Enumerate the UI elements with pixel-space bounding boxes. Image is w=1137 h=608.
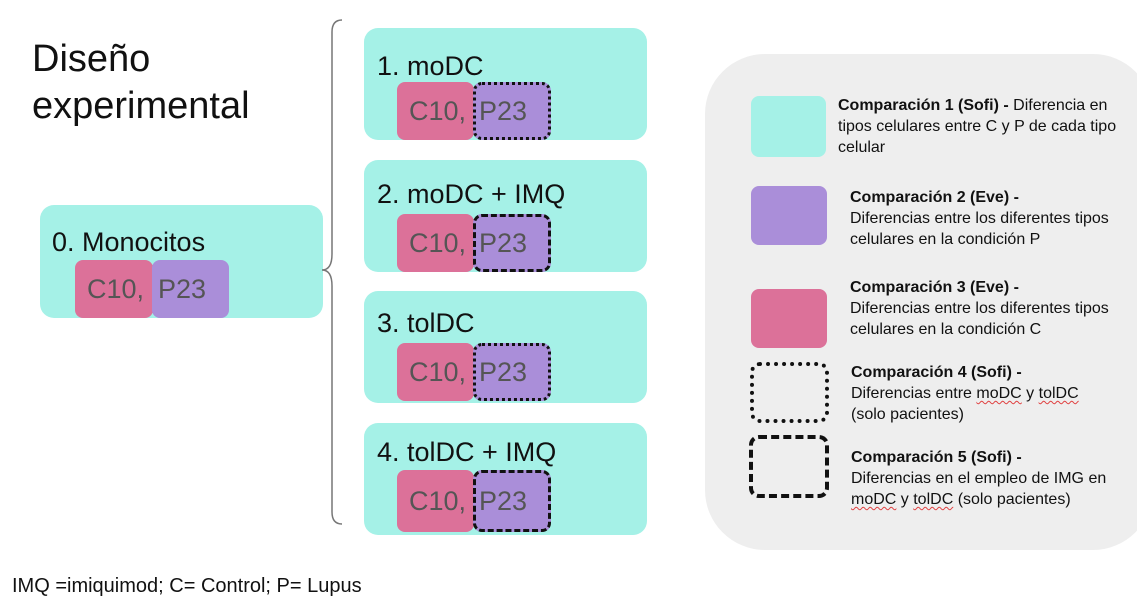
legend-desc: y: [1021, 385, 1039, 402]
legend-desc: Diferencias en el empleo de IMG en: [851, 470, 1107, 487]
title-line-2: experimental: [32, 85, 250, 127]
legend-title: Comparación 3 (Eve) -: [850, 279, 1019, 296]
legend-desc: Diferencias entre: [851, 385, 977, 402]
monocitos-label: 0. Monocitos: [52, 227, 206, 257]
chip-c-label: C10,: [409, 486, 467, 516]
legend-title: Comparación 1 (Sofi) -: [838, 97, 1009, 114]
condition-chip-c: C10,: [397, 214, 474, 272]
condition-label: 3. tolDC: [377, 308, 475, 338]
legend-item-1: Comparación 1 (Sofi) - Diferencia en tip…: [838, 95, 1128, 158]
chip-c-label: C10,: [409, 96, 467, 126]
legend-term-toldc: tolDC: [1038, 385, 1079, 402]
legend-desc: Diferencias entre los diferentes tipos c…: [850, 300, 1109, 338]
condition-card-toldc-imq: 4. tolDC + IMQ C10, P23: [364, 423, 647, 535]
brace-connector: [321, 19, 343, 525]
legend-item-2: Comparación 2 (Eve) - Diferencias entre l…: [850, 187, 1120, 250]
legend-term-toldc: tolDC: [913, 491, 954, 508]
chip-p-label: P23: [479, 228, 528, 258]
chip-c-label: C10,: [87, 274, 145, 304]
condition-card-modc-imq: 2. moDC + IMQ C10, P23: [364, 160, 647, 272]
condition-chip-c: C10,: [397, 470, 474, 532]
chip-p-label: P23: [479, 96, 528, 126]
legend-desc: y: [896, 491, 914, 508]
legend-swatch-dashed: [749, 435, 829, 498]
condition-card-toldc: 3. tolDC C10, P23: [364, 291, 647, 403]
condition-chip-c: C10,: [397, 82, 474, 140]
legend-desc: Diferencias entre los diferentes tipos c…: [850, 210, 1109, 248]
chip-c-label: C10,: [409, 228, 467, 258]
condition-card-modc: 1. moDC C10, P23: [364, 28, 647, 140]
chip-p-label: P23: [158, 274, 207, 304]
legend-desc: (solo pacientes): [851, 406, 964, 423]
condition-chip-p-dashed: P23: [473, 470, 551, 532]
monocitos-card: 0. Monocitos C10, P23: [40, 205, 323, 318]
chip-p-label: P23: [479, 486, 528, 516]
condition-chip-p-dotted: P23: [473, 82, 551, 140]
page-title: Diseño experimental: [32, 36, 250, 130]
monocitos-chip-p: P23: [152, 260, 229, 318]
condition-chip-p-dashed: P23: [473, 214, 551, 272]
legend-item-3: Comparación 3 (Eve) - Diferencias entre l…: [850, 277, 1120, 340]
monocitos-chip-c: C10,: [75, 260, 153, 318]
legend-title: Comparación 2 (Eve) -: [850, 189, 1019, 206]
legend-title: Comparación 5 (Sofi) -: [851, 449, 1022, 466]
condition-label: 1. moDC: [377, 51, 484, 81]
title-line-1: Diseño: [32, 38, 151, 80]
legend-item-4: Comparación 4 (Sofi) -Diferencias entre …: [851, 362, 1121, 425]
legend-title: Comparación 4 (Sofi) -: [851, 364, 1022, 381]
legend-swatch-cyan: [751, 96, 826, 157]
chip-p-label: P23: [479, 357, 528, 387]
legend-term-modc: moDC: [976, 385, 1022, 402]
legend-swatch-pink: [751, 289, 827, 348]
legend-item-5: Comparación 5 (Sofi) - Diferencias en el …: [851, 447, 1121, 510]
legend-swatch-purple: [751, 186, 827, 245]
footnote: IMQ =imiquimod; C= Control; P= Lupus: [12, 575, 362, 597]
legend-desc: (solo pacientes): [953, 491, 1071, 508]
chip-c-label: C10,: [409, 357, 467, 387]
condition-label: 4. tolDC + IMQ: [377, 437, 557, 467]
legend-desc: Diferencia en tipos celulares entre C y …: [838, 97, 1117, 156]
condition-label: 2. moDC + IMQ: [377, 179, 566, 209]
condition-chip-p-dotted: P23: [473, 343, 551, 401]
condition-chip-c: C10,: [397, 343, 474, 401]
legend-term-modc: moDC: [851, 491, 897, 508]
legend-swatch-dotted: [750, 362, 829, 423]
